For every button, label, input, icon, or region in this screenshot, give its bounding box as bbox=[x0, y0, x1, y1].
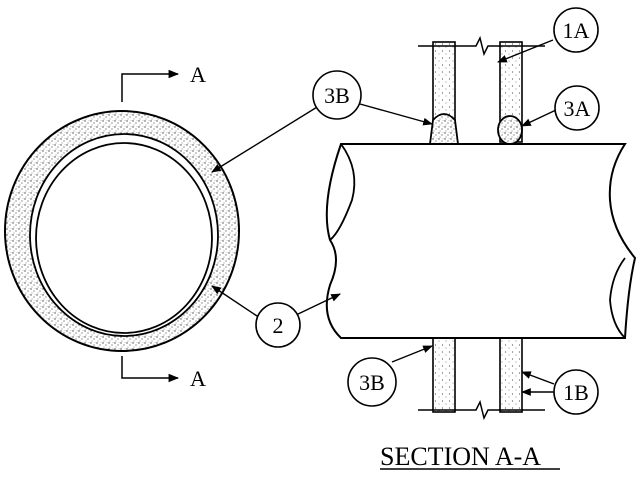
break-line-bottom bbox=[418, 399, 545, 421]
section-marker-bottom: A bbox=[121, 356, 206, 391]
callout-3b-bottom: 3B bbox=[347, 345, 433, 407]
section-letter-bottom: A bbox=[190, 366, 206, 391]
seal-3a bbox=[497, 115, 523, 145]
callout-3b-top-label: 3B bbox=[324, 83, 350, 108]
callout-1a: 1A bbox=[497, 7, 599, 63]
callout-3b-bottom-label: 3B bbox=[359, 370, 385, 395]
callout-3a: 3A bbox=[521, 85, 600, 131]
section-title: SECTION A-A bbox=[380, 442, 560, 471]
seal-3b bbox=[428, 113, 460, 145]
shaft-3b-lower bbox=[432, 337, 456, 413]
pipe-cross-section bbox=[4, 110, 240, 352]
lower-shafts bbox=[418, 337, 545, 421]
break-line-top bbox=[418, 35, 545, 57]
shaft-1b-lower bbox=[499, 337, 523, 413]
callout-1b: 1B bbox=[521, 369, 599, 415]
callout-3a-label: 3A bbox=[564, 96, 591, 121]
pipe-outline bbox=[325, 143, 637, 339]
pipe-inner-bore bbox=[35, 142, 213, 334]
section-letter-top: A bbox=[190, 62, 206, 87]
seals bbox=[428, 113, 523, 145]
callout-1a-label: 1A bbox=[563, 18, 590, 43]
callout-2-label: 2 bbox=[273, 313, 284, 338]
callout-3b-top: 3B bbox=[211, 70, 433, 173]
pipe-body-section bbox=[325, 143, 637, 339]
section-title-text: SECTION A-A bbox=[380, 442, 541, 471]
pipe-left-end-curve bbox=[329, 143, 356, 241]
callout-1b-label: 1B bbox=[563, 380, 589, 405]
section-marker-top: A bbox=[121, 62, 206, 102]
pipe-right-end-curve bbox=[609, 257, 626, 339]
callout-2: 2 bbox=[211, 285, 341, 348]
